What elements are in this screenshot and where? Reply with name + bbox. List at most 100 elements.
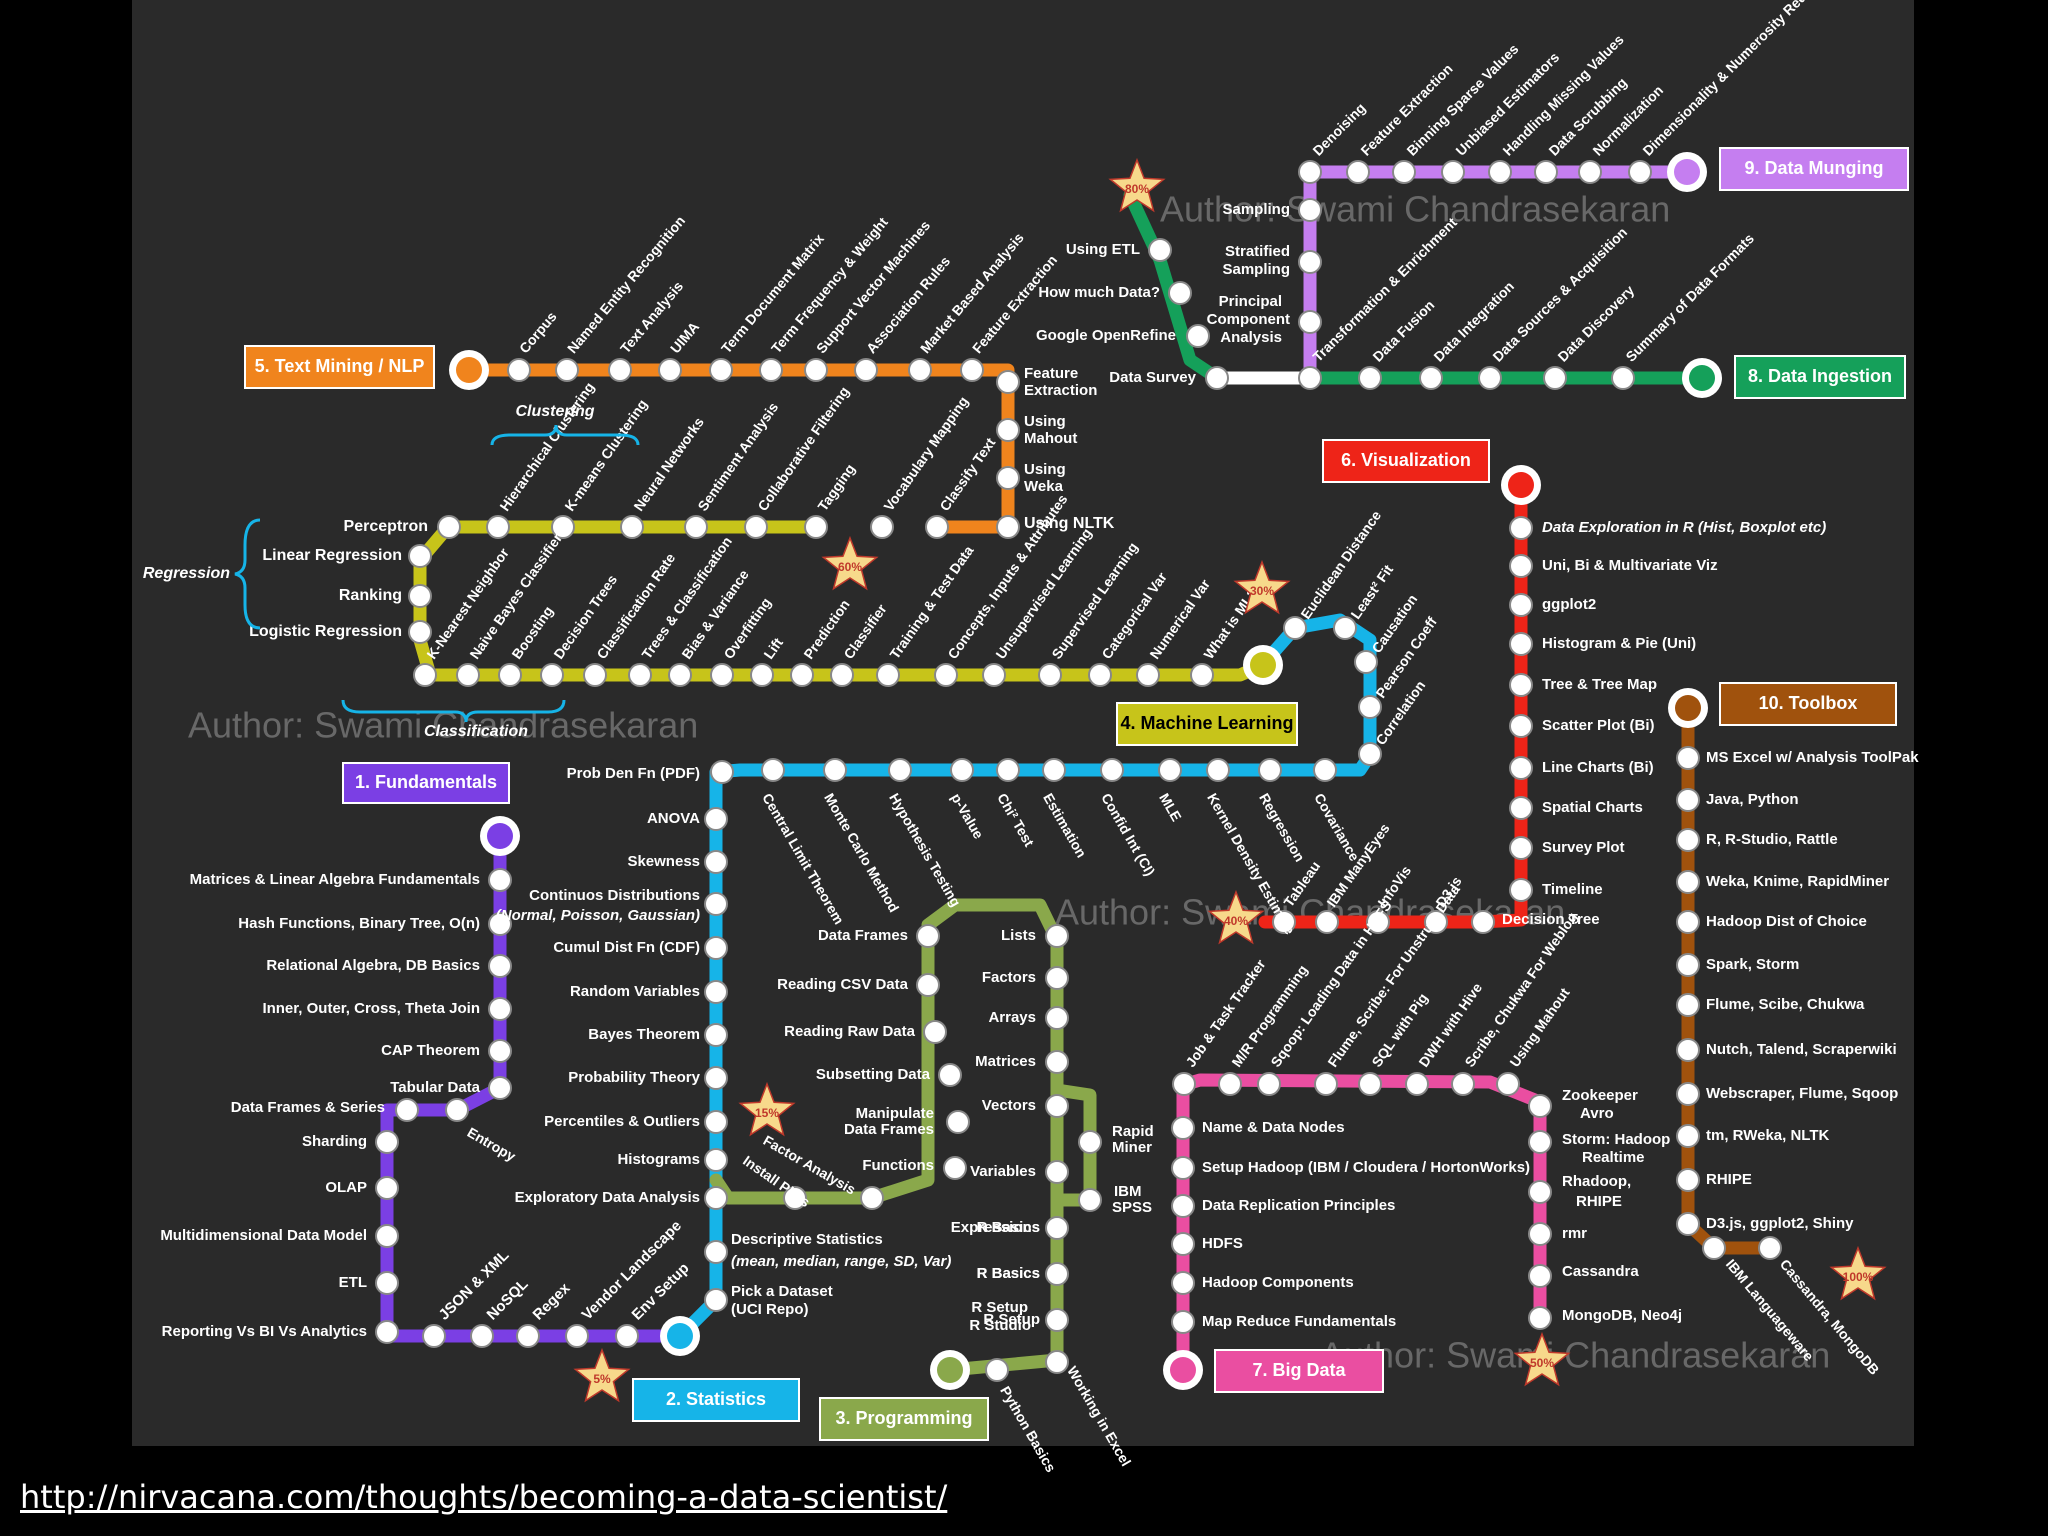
- station-label: Cumul Dist Fn (CDF): [553, 939, 700, 956]
- station-dot: [1628, 160, 1652, 184]
- station-dot: [1676, 746, 1700, 770]
- station-dot: [684, 515, 708, 539]
- station-dot: [1509, 554, 1533, 578]
- line-box-munging: [1719, 147, 1909, 191]
- station-dot: [1298, 160, 1322, 184]
- station-label: Hash Functions, Binary Tree, O(n): [238, 915, 480, 932]
- station-dot: [1186, 324, 1210, 348]
- source-url-link[interactable]: http://nirvacana.com/thoughts/becoming-a…: [20, 1478, 948, 1516]
- station-dot: [583, 663, 607, 687]
- station-dot: [488, 997, 512, 1021]
- clustering-label: Clustering: [515, 403, 594, 420]
- station-label: MS Excel w/ Analysis ToolPak: [1706, 749, 1919, 766]
- station-label: Probability Theory: [568, 1069, 700, 1086]
- station-dot: [823, 758, 847, 782]
- station-dot: [1283, 616, 1307, 640]
- station-dot: [1676, 1124, 1700, 1148]
- station-dot: [1298, 310, 1322, 334]
- station-dot: [704, 1023, 728, 1047]
- station-dot: [925, 515, 949, 539]
- station-dot: [1078, 1188, 1102, 1212]
- station-dot: [1136, 663, 1160, 687]
- station-label: MongoDB, Neo4j: [1562, 1307, 1682, 1324]
- station-label: HDFS: [1202, 1235, 1243, 1252]
- station-label: R Setup: [983, 1311, 1040, 1328]
- station-label: Continuos Distributions: [529, 887, 700, 904]
- station-dot: [1045, 1216, 1069, 1240]
- station-label: Feature: [1024, 365, 1078, 382]
- station-label: Spark, Storm: [1706, 956, 1799, 973]
- station-label: Timeline: [1542, 881, 1603, 898]
- milestone-star-icon: [1233, 559, 1291, 615]
- station-dot: [1496, 1072, 1520, 1096]
- station-dot: [761, 758, 785, 782]
- station-dot: [375, 1224, 399, 1248]
- station-label: Expressions: [951, 1219, 1040, 1236]
- station-label: Random Variables: [570, 983, 700, 1000]
- station-dot: [375, 1130, 399, 1154]
- station-dot: [1298, 198, 1322, 222]
- station-label: Sampling: [1222, 201, 1290, 218]
- station-dot: [1190, 663, 1214, 687]
- station-dot: [1272, 910, 1296, 934]
- station-label: Linear Regression: [262, 547, 402, 564]
- station-label: Variables: [970, 1163, 1036, 1180]
- station-label: Storm: Hadoop: [1562, 1131, 1670, 1148]
- station-label: Uni, Bi & Multivariate Viz: [1542, 557, 1718, 574]
- station-dot: [704, 807, 728, 831]
- line-box-bigdata: [1214, 1349, 1384, 1393]
- station-dot: [1171, 1194, 1195, 1218]
- station-dot: [934, 663, 958, 687]
- station-dot: [1258, 758, 1282, 782]
- station-dot: [744, 515, 768, 539]
- station-dot: [916, 924, 940, 948]
- station-label: Using: [1024, 461, 1066, 478]
- station-dot: [507, 358, 531, 382]
- station-dot: [1676, 1038, 1700, 1062]
- station-dot: [1171, 1310, 1195, 1334]
- station-dot: [916, 973, 940, 997]
- author-watermark: Author: Swami Chandrasekaran: [1160, 189, 1670, 230]
- station-label: R Studio: [969, 1317, 1031, 1334]
- station-dot: [408, 620, 432, 644]
- terminal-station-core: [1674, 159, 1700, 185]
- station-dot: [1171, 1271, 1195, 1295]
- station-label: Bayes Theorem: [588, 1026, 700, 1043]
- milestone-percent: 30%: [1250, 584, 1274, 598]
- milestone-percent: 100%: [1843, 1270, 1874, 1284]
- station-label: Hadoop Components: [1202, 1274, 1354, 1291]
- station-dot: [395, 1098, 419, 1122]
- station-dot: [709, 358, 733, 382]
- station-dot: [1158, 758, 1182, 782]
- line-box-programming: [819, 1397, 989, 1441]
- station-dot: [783, 1186, 807, 1210]
- station-dot: [704, 850, 728, 874]
- line-box-toolbox: [1719, 682, 1897, 726]
- station-dot: [1045, 1050, 1069, 1074]
- station-label: Weka: [1024, 478, 1064, 495]
- station-dot: [1676, 870, 1700, 894]
- milestone-star-icon: [1829, 1245, 1887, 1301]
- station-dot: [1578, 160, 1602, 184]
- station-dot: [1702, 1236, 1726, 1260]
- station-label: Rapid: [1112, 1123, 1154, 1140]
- station-dot: [830, 663, 854, 687]
- station-label: Mahout: [1024, 430, 1077, 447]
- milestone-star-icon: [821, 535, 879, 591]
- station-label: Scatter Plot (Bi): [1542, 717, 1655, 734]
- station-dot: [1528, 1306, 1552, 1330]
- station-dot: [1509, 714, 1533, 738]
- milestone-star-icon: [573, 1347, 631, 1403]
- station-dot: [943, 1156, 967, 1180]
- track-segment: [462, 363, 1015, 534]
- station-dot: [1509, 673, 1533, 697]
- station-label: Using: [1024, 413, 1066, 430]
- station-label: Data Frames: [844, 1121, 934, 1138]
- station-label: Pick a Dataset: [731, 1283, 833, 1300]
- station-dot: [486, 515, 510, 539]
- station-dot: [1528, 1222, 1552, 1246]
- line-box-fundamentals: [342, 762, 510, 804]
- map-panel: [132, 0, 1914, 1446]
- station-dot: [996, 418, 1020, 442]
- station-dot: [1088, 663, 1112, 687]
